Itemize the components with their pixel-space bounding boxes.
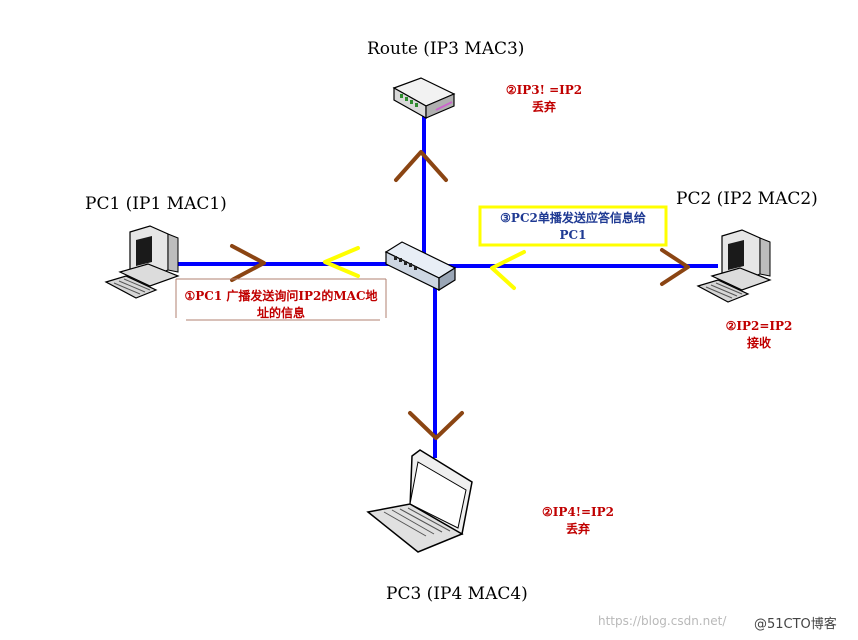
pc1-broadcast-note: ①PC1 广播发送询问IP2的MAC地 址的信息 — [174, 288, 388, 322]
watermark-site: https://blog.csdn.net/ — [598, 614, 727, 628]
switch-icon — [384, 241, 457, 292]
pc1-label: PC1 (IP1 MAC1) — [85, 194, 227, 214]
router-note-line2: 丢弃 — [531, 100, 556, 114]
router-note-line1: ②IP3! =IP2 — [505, 83, 583, 97]
broadcast-arrow-to-pc2 — [660, 248, 690, 286]
router-drop-note: ②IP3! =IP2 丢弃 — [497, 82, 591, 116]
network-links — [172, 113, 718, 458]
pc3-label: PC3 (IP4 MAC4) — [386, 584, 528, 604]
pc1-note-frame — [175, 278, 387, 321]
pc1-note-line1: ①PC1 广播发送询问IP2的MAC地 — [184, 289, 378, 303]
unicast-note-line1: ③PC2单播发送应答信息给 — [500, 211, 646, 225]
pc2-note-line2: 接收 — [746, 336, 771, 350]
pc2-accept-note: ②IP2=IP2 接收 — [716, 318, 802, 352]
reply-arrow-pc1-side — [323, 246, 360, 278]
pc3-note-line1: ②IP4!=IP2 — [541, 505, 615, 519]
router-icon — [392, 77, 456, 120]
reply-arrow-pc2-side — [490, 250, 526, 290]
broadcast-arrow-to-pc1 — [230, 244, 266, 282]
watermark-brand: @51CTO博客 — [754, 617, 837, 632]
pc3-drop-note: ②IP4!=IP2 丢弃 — [532, 504, 624, 538]
pc2-note-line1: ②IP2=IP2 — [725, 319, 793, 333]
broadcast-arrow-to-pc3 — [408, 411, 464, 440]
pc2-label: PC2 (IP2 MAC2) — [676, 189, 818, 209]
unicast-reply-note: ③PC2单播发送应答信息给 PC1 — [482, 210, 664, 244]
pc1-note-line2: 址的信息 — [256, 306, 305, 320]
unicast-note-line2: PC1 — [559, 228, 587, 242]
pc3-note-line2: 丢弃 — [565, 522, 590, 536]
pc1-desktop-icon — [104, 225, 180, 299]
pc2-desktop-icon — [696, 229, 772, 303]
router-label: Route (IP3 MAC3) — [367, 39, 525, 59]
pc3-laptop-icon — [366, 449, 473, 553]
broadcast-arrow-to-router — [394, 150, 448, 182]
unicast-note-box — [478, 205, 668, 247]
